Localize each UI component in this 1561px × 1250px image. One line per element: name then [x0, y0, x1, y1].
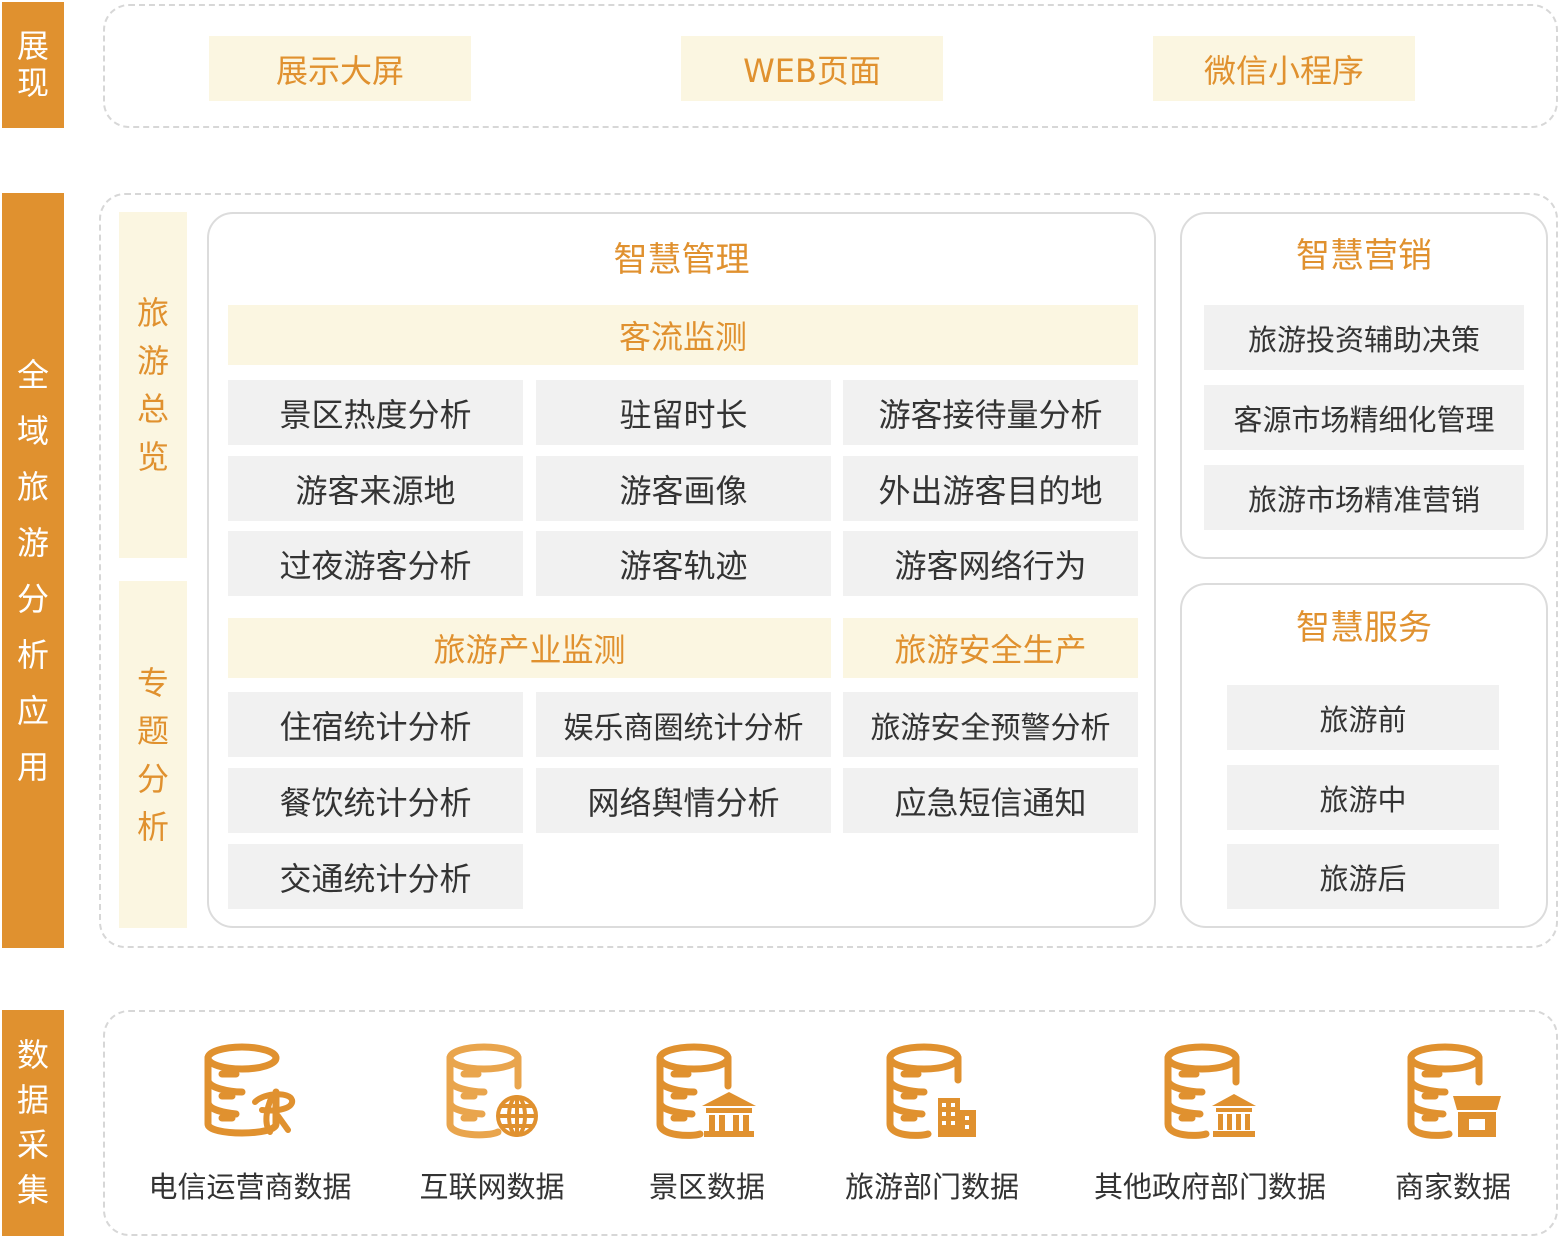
marketing-item-precision-marketing[interactable]: 旅游市场精准营销	[1204, 465, 1524, 530]
source-internet: 互联网数据	[372, 1040, 612, 1206]
pf-item-visitor-profile[interactable]: 游客画像	[536, 456, 831, 521]
smart-service-title: 智慧服务	[1296, 607, 1432, 648]
ind-item-entertainment-district[interactable]: 娱乐商圈统计分析	[536, 692, 831, 757]
display-item-wechat-miniprogram[interactable]: 微信小程序	[1153, 36, 1415, 101]
smart-marketing-title: 智慧营销	[1296, 235, 1432, 276]
collection-layer-label: 数据采集	[2, 1010, 64, 1236]
pf-item-stay-duration[interactable]: 驻留时长	[536, 380, 831, 445]
tab-topic-analysis-label: 专题分析	[136, 663, 169, 846]
source-label: 其他政府部门数据	[1093, 1170, 1326, 1204]
service-item-after-travel[interactable]: 旅游后	[1227, 844, 1499, 909]
source-tourism-department: 旅游部门数据	[812, 1040, 1052, 1206]
source-merchant: 商家数据	[1333, 1040, 1561, 1206]
source-label: 旅游部门数据	[844, 1170, 1019, 1204]
source-telecom: 电信运营商数据	[130, 1040, 370, 1206]
telecom-database-icon	[204, 1043, 296, 1137]
pf-item-visitor-online-behavior[interactable]: 游客网络行为	[843, 531, 1138, 596]
display-item-big-screen[interactable]: 展示大屏	[209, 36, 471, 101]
marketing-item-investment-decision[interactable]: 旅游投资辅助决策	[1204, 305, 1524, 370]
service-item-before-travel[interactable]: 旅游前	[1227, 685, 1499, 750]
display-layer-panel	[103, 4, 1558, 128]
collection-layer-panel	[103, 1010, 1558, 1236]
marketing-item-source-market-management[interactable]: 客源市场精细化管理	[1204, 385, 1524, 450]
display-layer-label: 展现	[2, 2, 64, 128]
ind-item-catering[interactable]: 餐饮统计分析	[228, 768, 523, 833]
tab-topic-analysis[interactable]: 专题分析	[119, 581, 187, 928]
tab-tourism-overview-label: 旅游总览	[136, 294, 169, 476]
pf-item-overnight-visitors[interactable]: 过夜游客分析	[228, 531, 523, 596]
pf-item-visitor-volume[interactable]: 游客接待量分析	[843, 380, 1138, 445]
ind-item-transport[interactable]: 交通统计分析	[228, 844, 523, 909]
source-scenic-area: 景区数据	[587, 1040, 827, 1206]
pf-item-visitor-origin[interactable]: 游客来源地	[228, 456, 523, 521]
ind-item-accommodation[interactable]: 住宿统计分析	[228, 692, 523, 757]
analysis-layer-label-text: 全域旅游分析应用	[16, 355, 49, 786]
pf-item-scenic-heat[interactable]: 景区热度分析	[228, 380, 523, 445]
analysis-layer-panel	[99, 193, 1558, 948]
source-label: 互联网数据	[419, 1170, 565, 1204]
display-layer-label-text: 展现	[16, 27, 49, 102]
source-other-government: 其他政府部门数据	[1070, 1040, 1350, 1206]
source-label: 景区数据	[648, 1170, 765, 1204]
pf-item-visitor-trajectory[interactable]: 游客轨迹	[536, 531, 831, 596]
tab-tourism-overview[interactable]: 旅游总览	[119, 212, 187, 558]
merchant-database-icon	[1407, 1043, 1501, 1139]
display-item-web-page[interactable]: WEB页面	[681, 36, 943, 101]
safety-production-header: 旅游安全生产	[843, 618, 1138, 678]
pf-item-outbound-destination[interactable]: 外出游客目的地	[843, 456, 1138, 521]
smart-management-title: 智慧管理	[613, 239, 750, 280]
safety-item-warning-analysis[interactable]: 旅游安全预警分析	[843, 692, 1138, 757]
collection-layer-label-text: 数据采集	[16, 1036, 49, 1209]
service-item-during-travel[interactable]: 旅游中	[1227, 765, 1499, 830]
internet-database-icon	[446, 1043, 538, 1139]
source-label: 电信运营商数据	[148, 1170, 352, 1204]
passenger-flow-header: 客流监测	[228, 305, 1138, 365]
scenic-area-database-icon	[656, 1043, 756, 1139]
safety-item-emergency-sms[interactable]: 应急短信通知	[843, 768, 1138, 833]
ind-item-online-sentiment[interactable]: 网络舆情分析	[536, 768, 831, 833]
government-database-icon	[1164, 1043, 1256, 1139]
tourism-department-database-icon	[886, 1043, 976, 1139]
source-label: 商家数据	[1394, 1170, 1511, 1204]
industry-monitoring-header: 旅游产业监测	[228, 618, 831, 678]
analysis-layer-label: 全域旅游分析应用	[2, 193, 64, 948]
